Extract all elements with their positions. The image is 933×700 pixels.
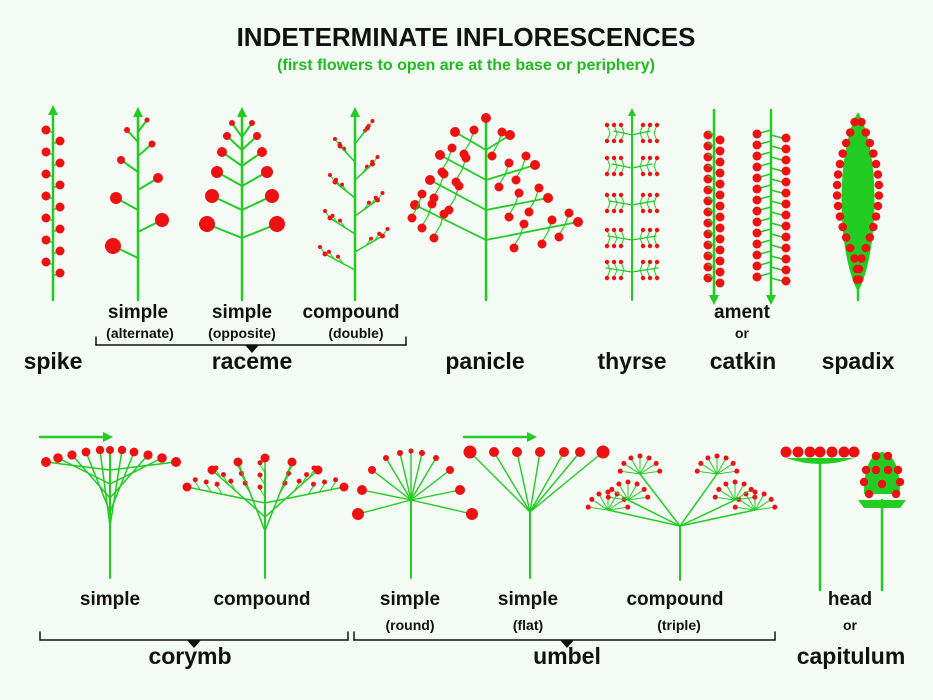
catkin-drawing bbox=[703, 108, 791, 305]
raceme-variant-3-sub: (double) bbox=[328, 325, 383, 341]
raceme-alternate-drawing bbox=[105, 107, 169, 302]
umbel-name: umbel bbox=[533, 643, 601, 669]
corymb-variant-2-label: compound bbox=[213, 589, 310, 610]
umbel-round-drawing bbox=[352, 448, 478, 579]
spadix-drawing bbox=[832, 112, 884, 302]
umbel-variant-2-label: simple bbox=[498, 589, 558, 610]
capitulum-alt-or: or bbox=[843, 617, 858, 633]
umbel-variant-1-sub: (round) bbox=[386, 617, 435, 633]
raceme-bracket bbox=[95, 336, 407, 353]
spike-name: spike bbox=[24, 348, 83, 374]
catkin-name: catkin bbox=[710, 348, 776, 374]
corymb-compound-drawing bbox=[182, 453, 349, 579]
page-title: INDETERMINATE INFLORESCENCES bbox=[237, 22, 696, 52]
capitulum-drawing bbox=[780, 446, 906, 592]
capitulum-alt-label: head bbox=[828, 589, 872, 610]
catkin-alt-label: ament bbox=[714, 302, 771, 323]
corymb-variant-1-label: simple bbox=[80, 589, 140, 610]
page-subtitle: (first flowers to open are at the base o… bbox=[277, 57, 655, 74]
panicle-drawing bbox=[407, 113, 583, 302]
raceme-compound-drawing bbox=[318, 107, 390, 302]
spadix-name: spadix bbox=[822, 348, 895, 374]
umbel-flat-drawing bbox=[462, 432, 610, 579]
capitulum-name: capitulum bbox=[797, 643, 906, 669]
umbel-bracket bbox=[353, 631, 776, 648]
umbel-variant-1-label: simple bbox=[380, 589, 440, 610]
umbel-variant-2-sub: (flat) bbox=[513, 617, 543, 633]
raceme-variant-2-sub: (opposite) bbox=[208, 325, 276, 341]
raceme-variant-3-label: compound bbox=[302, 302, 399, 323]
raceme-variant-1-sub: (alternate) bbox=[106, 325, 174, 341]
thyrse-name: thyrse bbox=[597, 348, 666, 374]
corymb-name: corymb bbox=[148, 643, 231, 669]
corymb-bracket bbox=[39, 631, 349, 648]
umbel-variant-3-sub: (triple) bbox=[657, 617, 701, 633]
raceme-name: raceme bbox=[212, 348, 293, 374]
corymb-simple-drawing bbox=[38, 432, 181, 579]
umbel-variant-3-label: compound bbox=[626, 589, 723, 610]
umbel-compound-drawing bbox=[585, 453, 778, 581]
raceme-variant-1-label: simple bbox=[108, 302, 168, 323]
panicle-name: panicle bbox=[445, 348, 524, 374]
catkin-alt-or: or bbox=[735, 325, 750, 341]
raceme-opposite-drawing bbox=[199, 107, 285, 302]
inflorescence-drawings bbox=[38, 105, 906, 648]
raceme-variant-2-label: simple bbox=[212, 302, 272, 323]
spike-drawing bbox=[41, 105, 65, 302]
thyrse-drawing bbox=[604, 108, 660, 301]
